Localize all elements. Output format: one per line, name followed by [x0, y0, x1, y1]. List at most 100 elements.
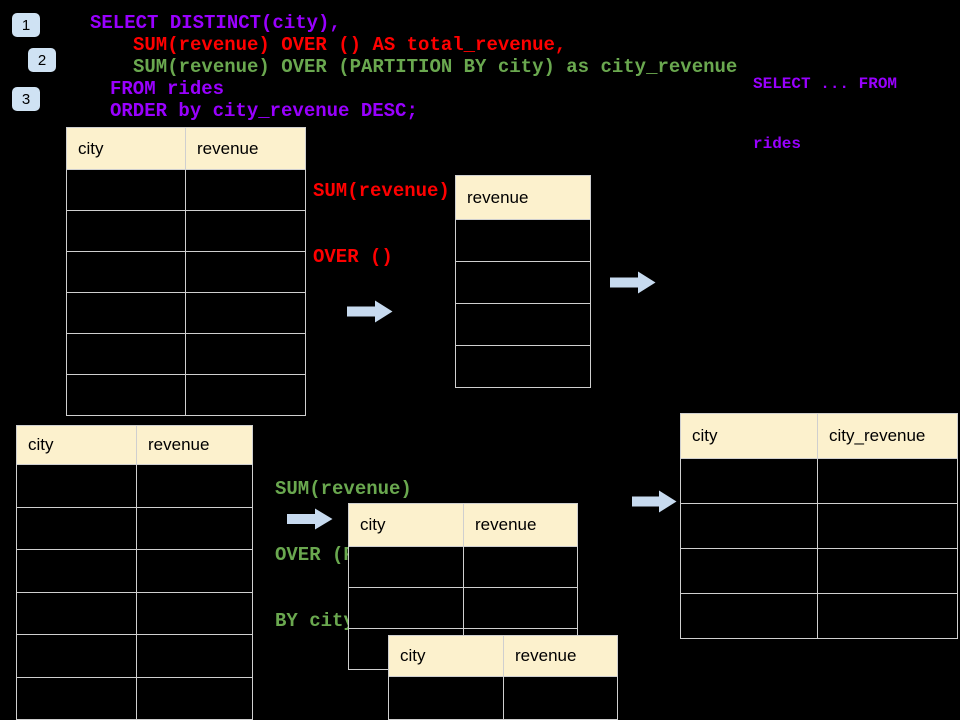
table-row	[16, 506, 253, 550]
table-row	[455, 261, 591, 304]
column-header-revenue: revenue	[455, 175, 591, 220]
table-cell	[136, 506, 253, 550]
column-header-revenue: revenue	[463, 503, 578, 547]
table-cell	[16, 506, 137, 550]
annotation-total-line-2: OVER ()	[313, 246, 393, 268]
right-arrow-icon	[610, 271, 656, 294]
table-row	[66, 169, 306, 211]
table-cell	[680, 593, 818, 639]
table-cell	[185, 333, 306, 375]
table-row	[16, 549, 253, 593]
column-header-city: city	[66, 127, 186, 170]
step-badge-1: 1	[12, 13, 40, 37]
table-cell	[16, 591, 137, 635]
table-cell	[185, 210, 306, 252]
table-cell	[455, 219, 591, 262]
table-cell	[503, 676, 618, 720]
table-cell	[185, 169, 306, 211]
table-cell	[16, 549, 137, 593]
column-header-revenue: revenue	[136, 425, 253, 465]
sql-line-total-revenue: SUM(revenue) OVER () AS total_revenue,	[133, 34, 567, 56]
table-cell	[455, 345, 591, 388]
column-header-revenue: revenue	[503, 635, 618, 677]
table-row	[455, 345, 591, 388]
table-total-result: revenue	[455, 175, 591, 388]
table-row	[66, 251, 306, 293]
column-header-city: city	[348, 503, 464, 547]
sql-line-select: SELECT DISTINCT(city),	[90, 12, 341, 34]
table-cell	[66, 292, 186, 334]
table-row	[680, 458, 958, 504]
table-row	[16, 591, 253, 635]
table-cell	[817, 458, 958, 504]
table-partition-group-b: city revenue	[388, 635, 618, 720]
table-header-row: city revenue	[348, 503, 578, 547]
table-cell	[185, 292, 306, 334]
step-badge-3: 3	[12, 87, 40, 111]
table-cell	[680, 548, 818, 594]
table-cell	[817, 503, 958, 549]
column-header-city: city	[16, 425, 137, 465]
side-note-select-from-rides: SELECT ... FROM rides	[753, 34, 897, 194]
column-header-city: city	[388, 635, 504, 677]
table-cell	[66, 210, 186, 252]
step-badge-2: 2	[28, 48, 56, 72]
table-row	[66, 210, 306, 252]
table-row	[455, 303, 591, 346]
table-cell	[136, 464, 253, 508]
table-cell	[136, 676, 253, 720]
table-cell	[817, 593, 958, 639]
table-cell	[455, 303, 591, 346]
table-cell	[16, 676, 137, 720]
table-cell	[680, 503, 818, 549]
table-cell	[817, 548, 958, 594]
table-row	[66, 292, 306, 334]
table-cell	[185, 374, 306, 416]
table-partition-input: city revenue	[16, 425, 253, 720]
table-cell	[348, 587, 464, 629]
table-cell	[66, 169, 186, 211]
column-header-city-revenue: city_revenue	[817, 413, 958, 459]
table-header-row: city city_revenue	[680, 413, 958, 459]
table-row	[66, 333, 306, 375]
table-row	[455, 219, 591, 262]
table-header-row: city revenue	[66, 127, 306, 170]
side-note-line-2: rides	[753, 135, 802, 153]
table-cell	[388, 676, 504, 720]
table-cell	[136, 591, 253, 635]
table-row	[680, 548, 958, 594]
table-cell	[463, 546, 578, 588]
table-row	[16, 676, 253, 720]
table-cell	[66, 251, 186, 293]
table-cell	[185, 251, 306, 293]
column-header-city: city	[680, 413, 818, 459]
right-arrow-icon	[347, 300, 393, 323]
table-cell	[16, 634, 137, 678]
table-row	[388, 676, 618, 720]
table-total-input: city revenue	[66, 127, 306, 416]
table-header-row: city revenue	[388, 635, 618, 677]
annotation-total-line-1: SUM(revenue)	[313, 180, 450, 202]
sql-line-from: FROM rides	[110, 78, 225, 100]
table-row	[16, 634, 253, 678]
table-header-row: city revenue	[16, 425, 253, 465]
table-cell	[463, 587, 578, 629]
table-cell	[16, 464, 137, 508]
right-arrow-icon	[287, 508, 333, 530]
sql-line-city-revenue: SUM(revenue) OVER (PARTITION BY city) as…	[133, 56, 738, 78]
annotation-sum-over-total: SUM(revenue) OVER ()	[313, 136, 450, 312]
table-header-row: revenue	[455, 175, 591, 220]
table-cell	[136, 634, 253, 678]
column-header-revenue: revenue	[185, 127, 306, 170]
table-row	[680, 503, 958, 549]
table-cell	[136, 549, 253, 593]
table-cell	[680, 458, 818, 504]
sql-line-order-by: ORDER by city_revenue DESC;	[110, 100, 418, 122]
table-row	[680, 593, 958, 639]
annotation-partition-line-1: SUM(revenue)	[275, 478, 412, 500]
table-row	[348, 587, 578, 629]
table-row	[66, 374, 306, 416]
table-cell	[348, 546, 464, 588]
table-cell	[66, 374, 186, 416]
